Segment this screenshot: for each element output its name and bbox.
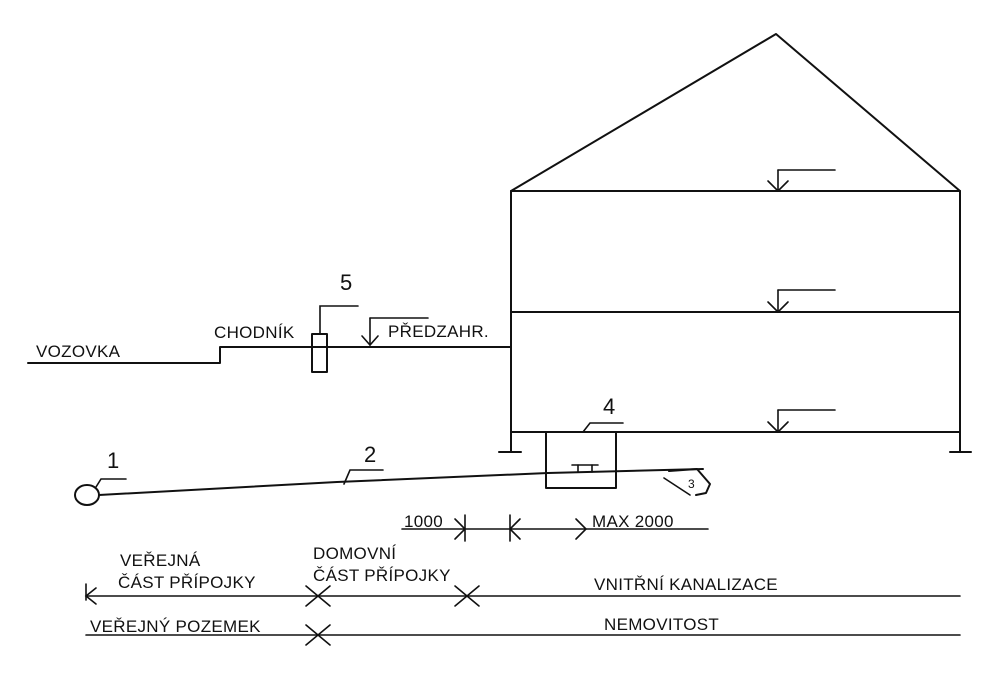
marker-5: 5 xyxy=(340,270,352,295)
connection-pipe-2 xyxy=(98,468,704,496)
label-predzahr: PŘEDZAHR. xyxy=(388,322,489,341)
label-verejna-1: VEŘEJNÁ xyxy=(120,551,201,570)
dimension-line xyxy=(401,514,709,542)
marker-4: 4 xyxy=(603,394,615,419)
level-marker-upper xyxy=(767,289,836,314)
leader-5 xyxy=(319,305,359,335)
inspection-chamber-4 xyxy=(545,431,617,489)
leader-1 xyxy=(95,478,127,488)
roof xyxy=(510,33,961,192)
public-sewer-1 xyxy=(74,484,100,506)
label-chodnik: CHODNÍK xyxy=(214,323,295,342)
terrain-line xyxy=(27,346,512,364)
level-marker-ground xyxy=(767,409,836,434)
label-domovni-1: DOMOVNÍ xyxy=(313,544,396,563)
marker-1: 1 xyxy=(107,448,119,473)
inspection-post-5 xyxy=(311,333,328,373)
pipe-fitting-3 xyxy=(668,468,711,496)
label-dim-1000: 1000 xyxy=(404,512,443,531)
label-nemovitost: NEMOVITOST xyxy=(604,615,719,634)
marker-3: 3 xyxy=(688,477,695,491)
level-marker-front-garden xyxy=(361,317,429,347)
label-verejna-2: ČÁST PŘÍPOJKY xyxy=(118,573,256,592)
label-domovni-2: ČÁST PŘÍPOJKY xyxy=(313,566,451,585)
level-marker-attic xyxy=(767,169,836,193)
label-dim-max: MAX 2000 xyxy=(592,512,674,531)
label-verejny-pozemek: VEŘEJNÝ POZEMEK xyxy=(90,617,261,636)
leader-4 xyxy=(582,422,624,433)
marker-2: 2 xyxy=(364,442,376,467)
extent-line-connection xyxy=(84,583,961,607)
leader-2 xyxy=(343,469,384,485)
label-vozovka: VOZOVKA xyxy=(36,342,121,361)
label-vnitrni: VNITŘNÍ KANALIZACE xyxy=(594,575,778,594)
extent-line-land xyxy=(85,624,961,646)
pipe-fitting-lower xyxy=(663,477,691,496)
